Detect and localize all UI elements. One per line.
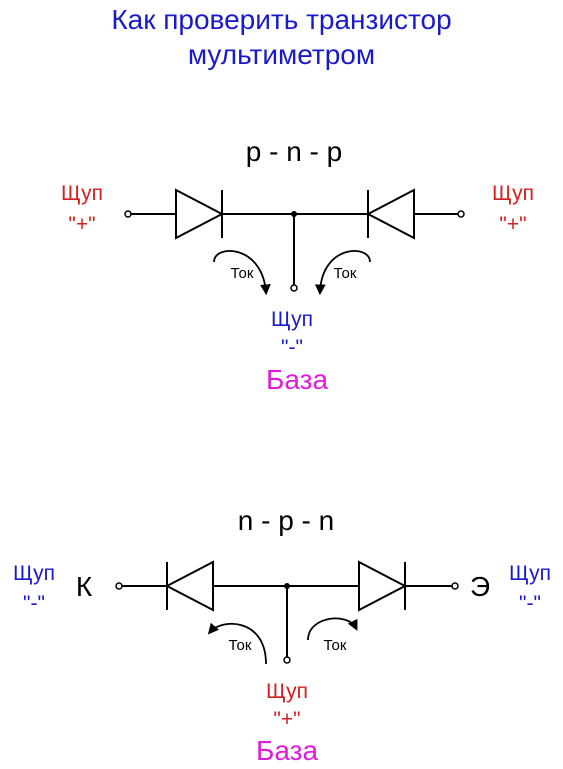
npn-right-probe-sign: "-" bbox=[519, 592, 541, 615]
npn-left-current-label: Ток bbox=[229, 637, 252, 654]
pnp-base-probe-label: Щуп bbox=[271, 308, 313, 331]
npn-right-diode-icon bbox=[358, 560, 408, 612]
npn-right-current-label: Ток bbox=[324, 637, 347, 654]
npn-type-label: n - p - n bbox=[238, 505, 334, 536]
pnp-left-probe-label: Щуп bbox=[61, 182, 103, 205]
pnp-right-probe-sign: "+" bbox=[499, 213, 526, 236]
pnp-type-label: p - n - p bbox=[246, 136, 342, 167]
npn-right-current-arrow-icon bbox=[307, 617, 358, 641]
npn-left-probe-sign: "-" bbox=[23, 592, 45, 615]
pnp-right-current-label: Ток bbox=[334, 265, 357, 282]
pnp-base-terminal bbox=[290, 284, 298, 292]
pnp-left-diode-icon bbox=[175, 188, 225, 240]
npn-right-terminal bbox=[451, 582, 459, 590]
npn-collector-label: К bbox=[76, 571, 93, 602]
npn-emitter-label: Э bbox=[470, 571, 490, 602]
npn-base-label: База bbox=[256, 735, 318, 766]
npn-left-diode-icon bbox=[164, 560, 214, 612]
npn-left-current-arrow-icon bbox=[207, 622, 267, 665]
pnp-base-label: База bbox=[266, 364, 328, 395]
npn-diagram: n - p - n Щуп "-" К Щуп "-" Э bbox=[13, 505, 551, 766]
pnp-base-probe-sign: "-" bbox=[281, 336, 303, 359]
pnp-left-current-arrow-icon bbox=[213, 250, 271, 296]
pnp-diagram: p - n - p Щуп "+" Щуп "+" bbox=[61, 136, 534, 395]
npn-left-terminal bbox=[115, 582, 123, 590]
pnp-left-terminal bbox=[124, 210, 132, 218]
pnp-right-current-arrow-icon bbox=[314, 250, 371, 296]
title-line-2: мультиметром bbox=[187, 39, 376, 70]
npn-right-probe-label: Щуп bbox=[509, 562, 551, 585]
pnp-right-diode-icon bbox=[365, 188, 415, 240]
page-title: Как проверить транзистор мультиметром bbox=[0, 2, 563, 72]
title-line-1: Как проверить транзистор bbox=[111, 4, 452, 35]
npn-base-probe-label: Щуп bbox=[266, 680, 308, 703]
pnp-right-terminal bbox=[457, 210, 465, 218]
pnp-left-probe-sign: "+" bbox=[68, 213, 95, 236]
pnp-left-current-label: Ток bbox=[231, 265, 254, 282]
npn-left-probe-label: Щуп bbox=[13, 562, 55, 585]
npn-base-probe-sign: "+" bbox=[273, 708, 300, 731]
pnp-right-probe-label: Щуп bbox=[492, 182, 534, 205]
npn-base-terminal bbox=[283, 656, 291, 664]
